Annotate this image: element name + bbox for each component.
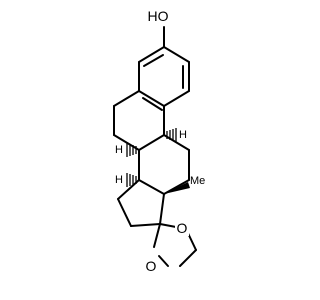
ring-oxygen-2-label: O <box>146 258 157 274</box>
h9-label: H <box>179 129 187 141</box>
hashed-wedge-h8-left <box>126 143 137 157</box>
molecular-structure: HO O O H H H Me <box>113 8 205 274</box>
h8-label: H <box>115 144 123 156</box>
methyl-wedge <box>164 182 190 194</box>
ring-d <box>117 179 165 227</box>
ring-oxygen-1-label: O <box>177 220 188 236</box>
ring-b <box>113 90 165 151</box>
hydroxyl-label: HO <box>147 8 168 24</box>
methyl-label: Me <box>190 175 205 187</box>
aromatic-ring-a <box>138 46 190 111</box>
hashed-wedge-h9 <box>166 128 177 142</box>
hashed-wedge-h14 <box>126 173 137 187</box>
h14-label: H <box>115 174 123 186</box>
ring-c <box>138 134 190 195</box>
dioxolane-ring <box>153 223 197 267</box>
